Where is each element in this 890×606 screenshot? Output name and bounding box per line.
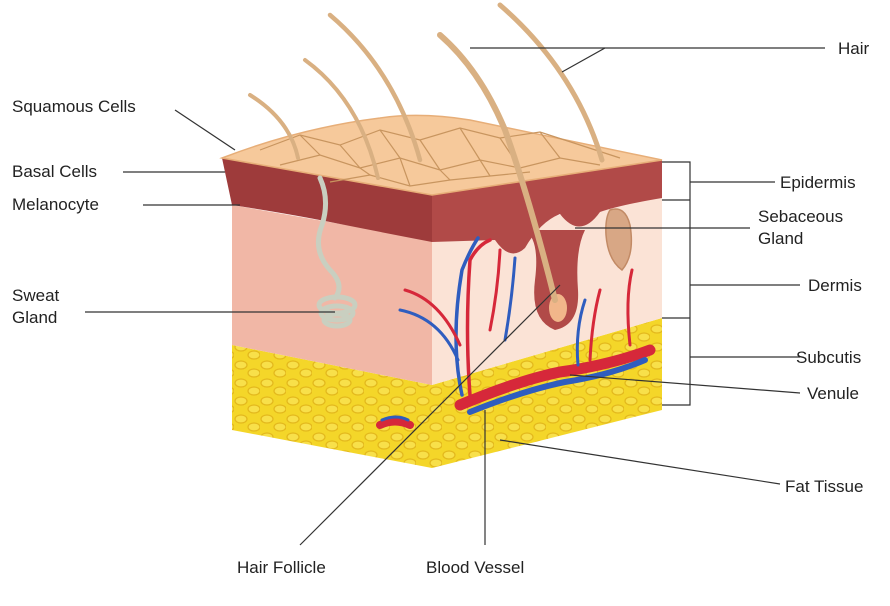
hair-strands [248,2,605,303]
label-venule: Venule [807,384,859,403]
label-subcutis: Subcutis [796,348,862,367]
label-squamous-cells: Squamous Cells [12,97,136,116]
label-dermis: Dermis [808,276,862,295]
epidermis-top-surface [219,114,663,196]
fat-layer-side [432,318,662,468]
sweat-gland-duct [315,175,358,329]
basal-layer-side [432,160,662,254]
label-blood-vessel: Blood Vessel [426,558,525,577]
label-fat-tissue: Fat Tissue [785,477,864,496]
label-sweat-gland: Sweat Gland [12,286,60,328]
squamous-cell-pattern [259,127,621,187]
fat-layer-front [232,345,432,468]
blood-vessel-network [376,236,656,429]
label-melanocyte: Melanocyte [12,195,99,214]
leader-lines [85,47,825,546]
label-epidermis: Epidermis [780,173,856,192]
label-hair-follicle: Hair Follicle [237,558,326,577]
label-sebaceous-gland: Sebaceous Gland [758,207,844,249]
label-basal-cells: Basal Cells [12,162,98,181]
sebaceous-gland-shape [605,208,633,272]
label-hair: Hair [838,39,870,58]
